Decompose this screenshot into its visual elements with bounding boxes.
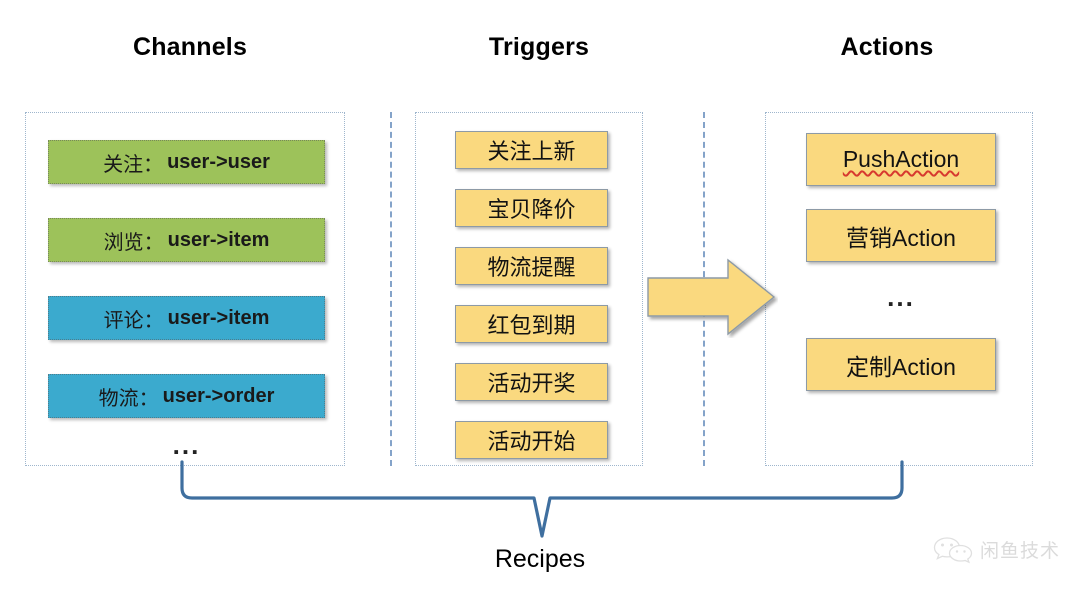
action-item[interactable]: 定制Action xyxy=(806,338,996,391)
flow-arrow-icon xyxy=(647,258,776,336)
triggers-group-box xyxy=(415,112,643,466)
trigger-item[interactable]: 宝贝降价 xyxy=(455,189,608,227)
trigger-item[interactable]: 活动开奖 xyxy=(455,363,608,401)
column-heading-actions: Actions xyxy=(840,33,934,61)
trigger-item[interactable]: 关注上新 xyxy=(455,131,608,169)
channel-item-en: user->item xyxy=(167,306,270,329)
trigger-item[interactable]: 红包到期 xyxy=(455,305,608,343)
action-item[interactable]: 营销Action xyxy=(806,209,996,262)
recipes-bracket xyxy=(180,460,904,538)
channels-ellipsis: ... xyxy=(172,430,201,460)
actions-group-box xyxy=(765,112,1033,466)
wechat-icon xyxy=(933,537,973,564)
watermark-text: 闲鱼技术 xyxy=(979,539,1060,562)
action-item[interactable]: PushAction xyxy=(806,133,996,186)
channel-item-cn: 评论： xyxy=(103,309,164,332)
channel-item-cn: 浏览： xyxy=(103,231,164,254)
channel-item-en: user->user xyxy=(167,150,270,173)
channel-item[interactable]: 关注： user->user xyxy=(48,140,325,184)
column-heading-triggers: Triggers xyxy=(488,33,590,61)
action-item-label: 定制Action xyxy=(846,353,956,380)
trigger-item[interactable]: 物流提醒 xyxy=(455,247,608,285)
channel-item-cn: 物流： xyxy=(98,387,159,410)
channels-group-box xyxy=(25,112,345,466)
recipes-label: Recipes xyxy=(494,545,586,573)
channel-item[interactable]: 评论： user->item xyxy=(48,296,325,340)
channel-item-cn: 关注： xyxy=(103,153,164,176)
column-heading-channels: Channels xyxy=(132,33,248,61)
actions-ellipsis: ... xyxy=(887,282,915,312)
channel-item-en: user->item xyxy=(167,228,270,251)
separator-channels-triggers xyxy=(390,112,392,466)
action-item-label: PushAction xyxy=(842,146,960,172)
trigger-item[interactable]: 活动开始 xyxy=(455,421,608,459)
action-item-label: 营销Action xyxy=(846,224,956,251)
channel-item[interactable]: 浏览： user->item xyxy=(48,218,325,262)
channel-item[interactable]: 物流： user->order xyxy=(48,374,325,418)
watermark: 闲鱼技术 xyxy=(933,534,1060,564)
channel-item-en: user->order xyxy=(162,384,275,407)
